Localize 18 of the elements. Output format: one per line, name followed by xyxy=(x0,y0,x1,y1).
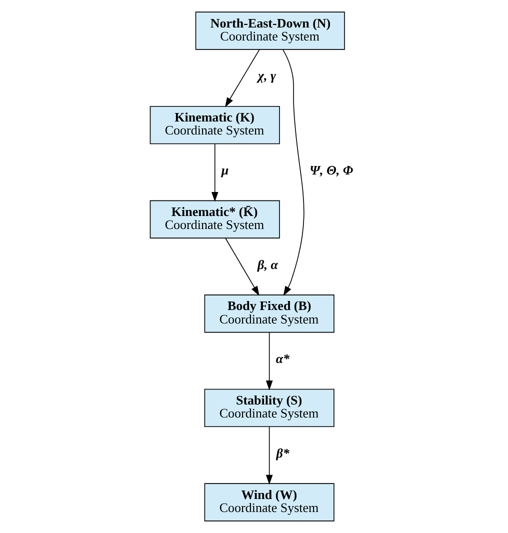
arrow xyxy=(210,144,218,202)
node-box: Wind (W) Coordinate System xyxy=(204,483,334,522)
node-box: Stability (S) Coordinate System xyxy=(204,388,334,428)
node-box: Kinematic* (K̄) Coordinate System xyxy=(149,200,280,238)
arrow xyxy=(265,426,272,485)
edge-label: Ψ, Θ, Φ xyxy=(309,162,353,178)
edge-label: β* xyxy=(276,445,289,460)
node-box: North-East-Down (N) Coordinate System xyxy=(194,12,344,50)
arrow xyxy=(224,49,260,108)
arrow xyxy=(224,238,259,296)
node-box: Kinematic (K) Coordinate System xyxy=(149,106,280,144)
edge-label: α* xyxy=(275,351,290,366)
edge-label: β, α xyxy=(257,256,278,272)
arrow xyxy=(282,49,304,296)
node-box: Body Fixed (B) Coordinate System xyxy=(204,294,334,333)
arrow xyxy=(265,332,272,390)
edge-label: χ, γ xyxy=(257,68,276,84)
edge-label: μ xyxy=(220,162,228,178)
